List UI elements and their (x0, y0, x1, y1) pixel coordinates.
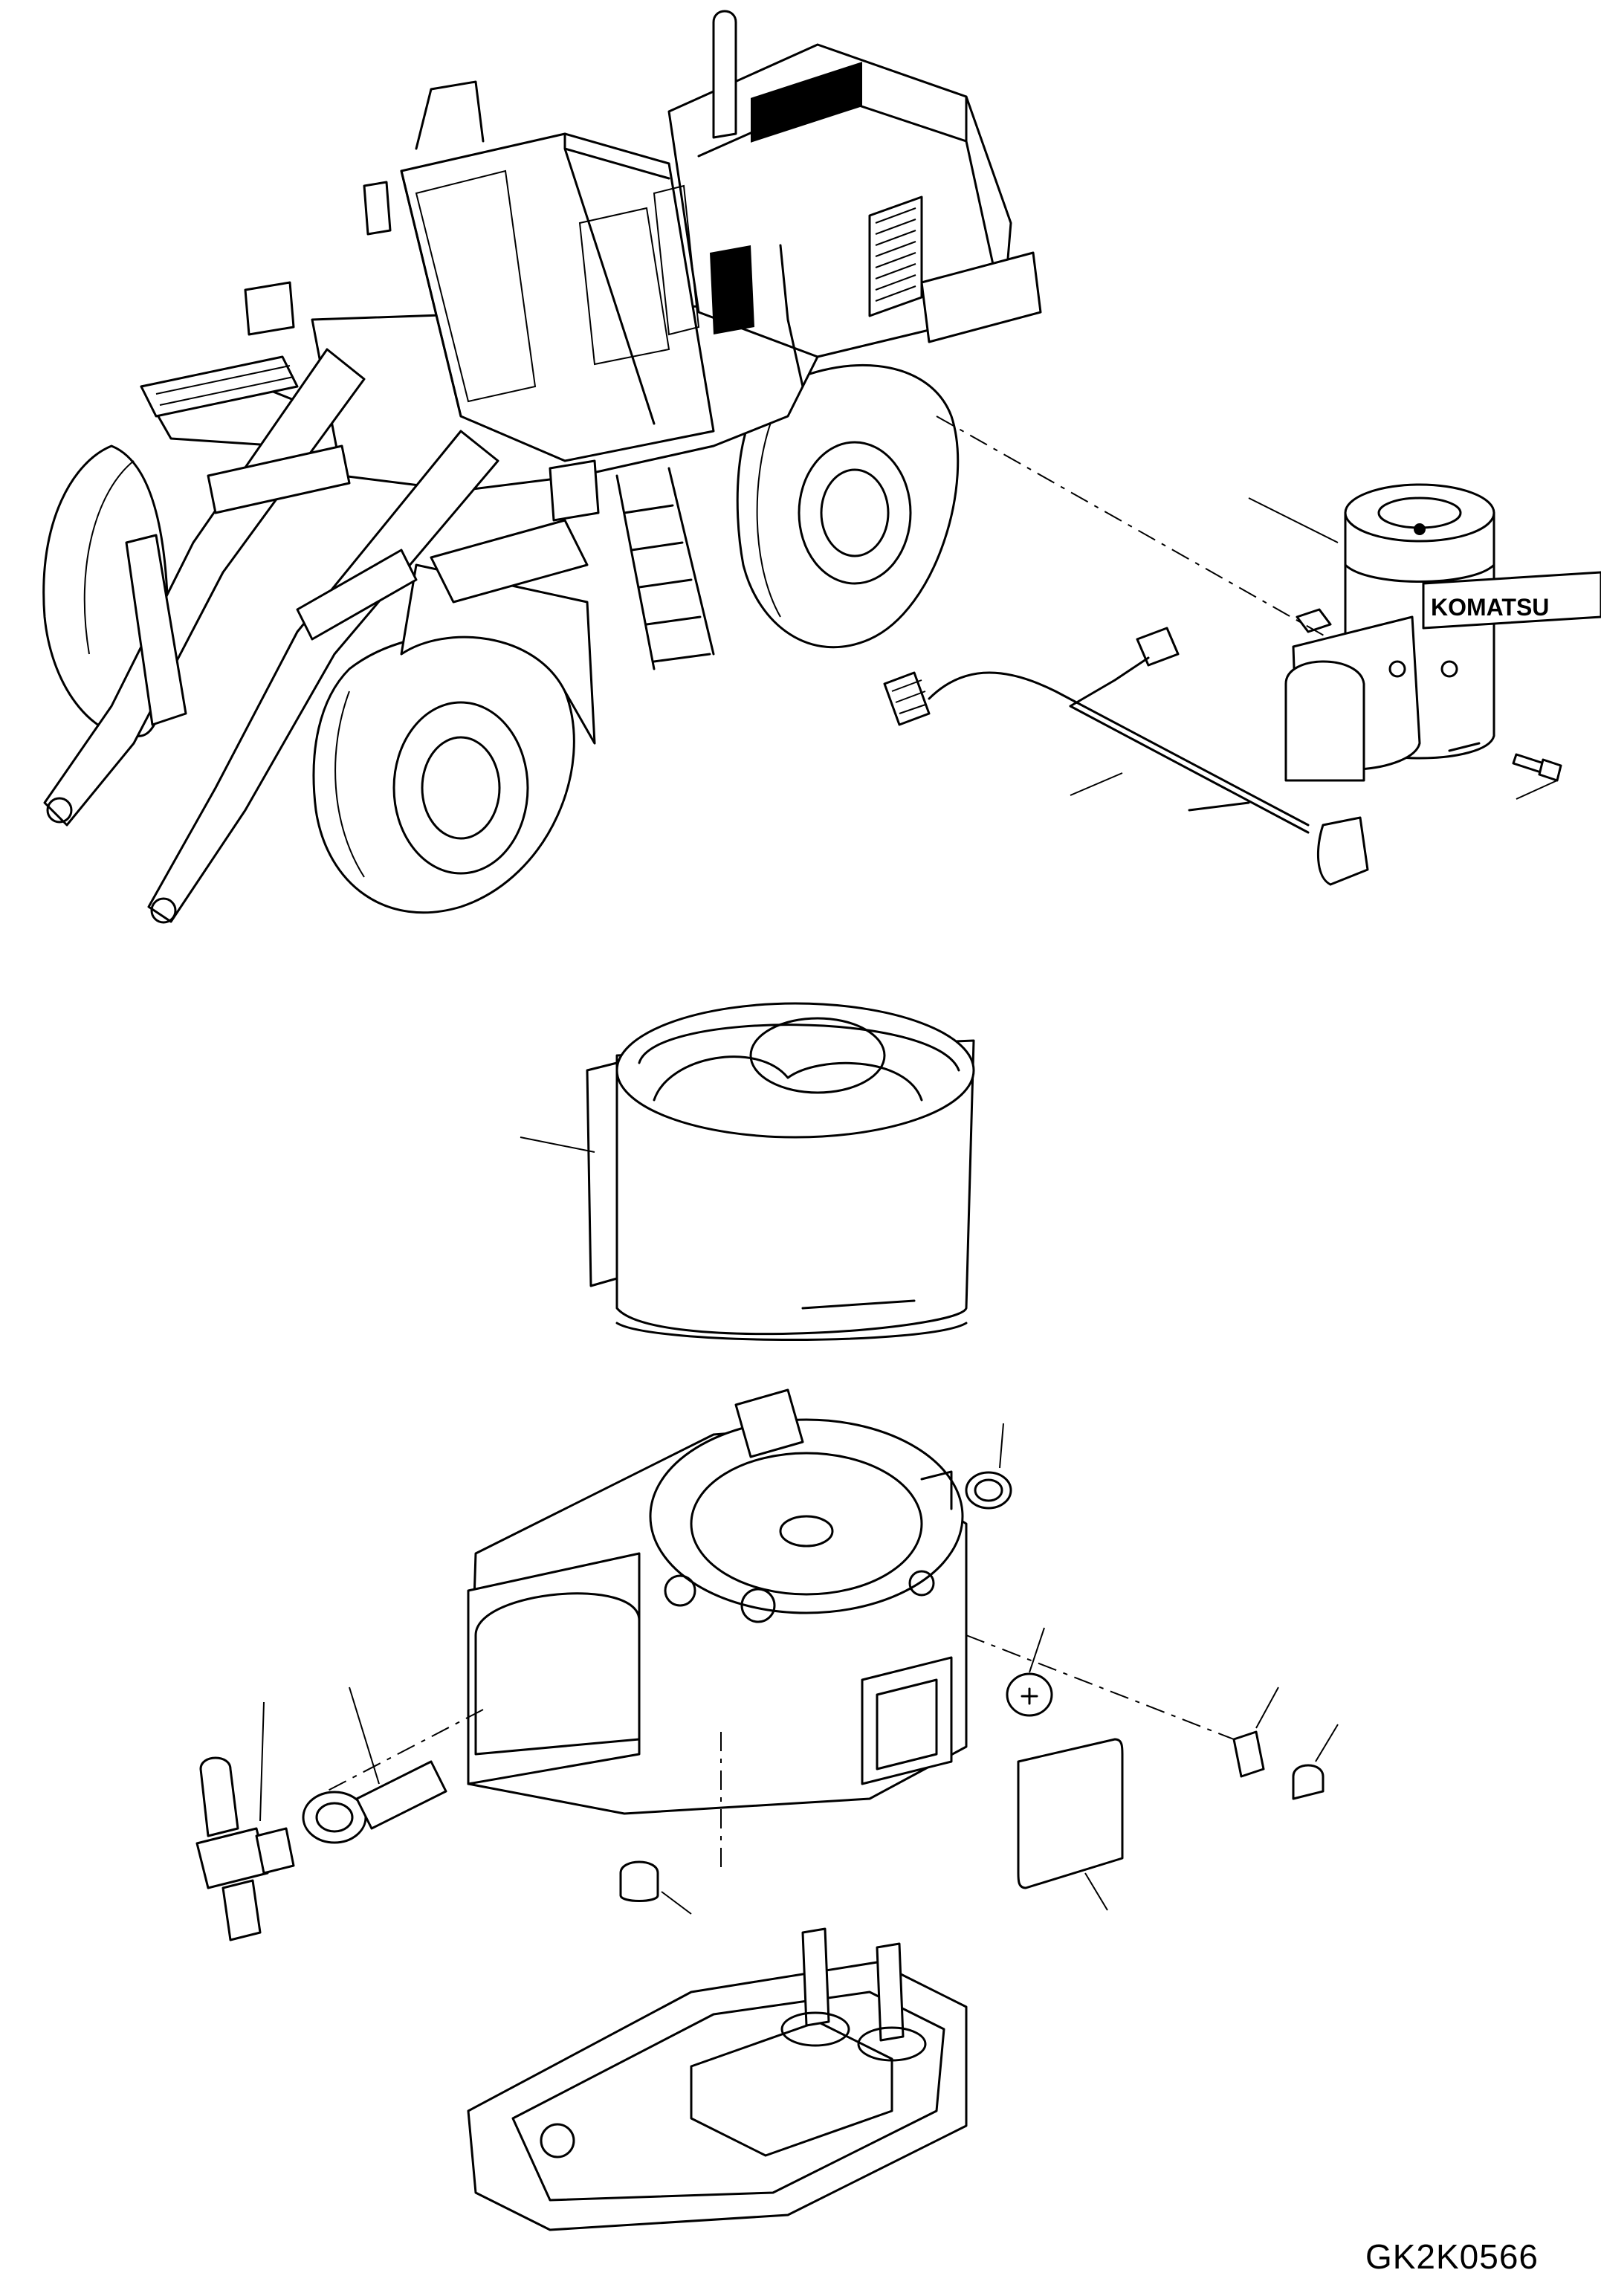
callout-leader (661, 1891, 692, 1915)
harness-elbow-connector (1316, 816, 1369, 886)
callout-leader (1070, 772, 1123, 796)
hollow-bolt (302, 1760, 447, 1844)
small-cap (619, 1860, 659, 1902)
reservoir-side-tube (586, 1061, 618, 1287)
front-right-tire (312, 633, 575, 914)
drawing-code: GK2K0566 (1365, 2237, 1539, 2276)
logo-plate (1422, 571, 1601, 630)
side-grille (868, 195, 923, 317)
plug (1006, 1672, 1053, 1717)
callout-leader (999, 1423, 1004, 1469)
lift-arms (43, 348, 499, 924)
pump-reservoir-top (1344, 483, 1495, 543)
callout-leader (520, 1136, 595, 1153)
hood-grille (751, 62, 862, 143)
headlight-right (549, 459, 600, 522)
assembly-axis (966, 1634, 1235, 1740)
engine-hood (667, 43, 1042, 358)
callout-leader (1029, 1627, 1045, 1673)
wiring-harness (883, 627, 1369, 886)
logo-text: KOMATSU (1431, 594, 1549, 621)
grease-reservoir (586, 1002, 975, 1341)
callout-leader (1084, 1872, 1108, 1911)
operator-cab (400, 132, 715, 462)
pump-inspection-cover (861, 1656, 953, 1785)
assembly-axis (311, 1709, 484, 1799)
air-cleaner (710, 245, 754, 334)
mount-ear (734, 1388, 804, 1458)
callout-leader (349, 1687, 380, 1785)
pump-base-housing (467, 1927, 968, 2231)
relief-valve (195, 1756, 295, 1941)
motor-dome (474, 1592, 641, 1756)
dust-cap (1292, 1764, 1325, 1800)
callout-leader (1516, 780, 1558, 800)
harness-connector-2 (1136, 627, 1180, 667)
callout-leader (259, 1701, 265, 1822)
pump-body (467, 1388, 968, 1815)
lift-cylinder (296, 549, 418, 641)
battery-box (920, 251, 1042, 343)
terminal-block (540, 2123, 575, 2158)
access-ladder (615, 467, 715, 670)
callout-leader (1255, 1687, 1279, 1729)
bucket-link (125, 534, 187, 726)
location-leader (936, 415, 1331, 640)
pump-element-right (876, 1942, 905, 2042)
mounting-bolt (1512, 753, 1562, 782)
grease-fitting (1232, 1730, 1325, 1800)
tilt-cylinder (207, 444, 351, 514)
rear-handrail (779, 244, 804, 388)
cab-door-window (578, 207, 670, 366)
ring-seal (965, 1471, 1012, 1510)
front-fender (400, 563, 596, 745)
exhaust-stack (712, 10, 737, 139)
mirror (363, 181, 392, 236)
pump-element-left (801, 1927, 830, 2027)
cover-plate (1017, 1738, 1124, 1889)
callout-leader (1315, 1724, 1339, 1762)
callout-leader (1248, 497, 1339, 543)
headlight-left (244, 281, 295, 336)
pump-motor-cover (1284, 660, 1365, 782)
cab-front-window (415, 169, 537, 403)
fender-step (430, 519, 589, 604)
auto-lube-pump-assembly: KOMATSU (1284, 483, 1601, 782)
wheel-loader (42, 10, 1042, 924)
rear-right-tire (736, 363, 960, 649)
handrail (415, 80, 485, 150)
